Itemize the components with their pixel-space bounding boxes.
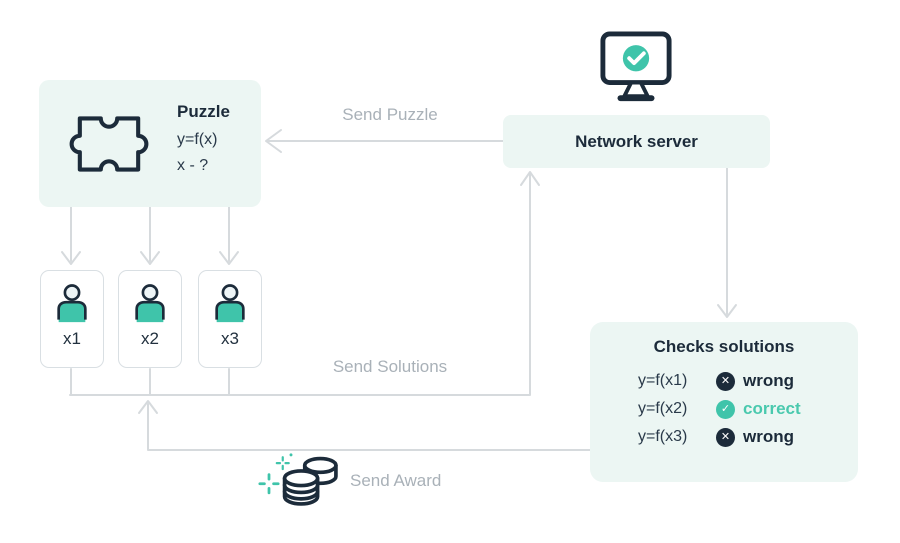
- send-solutions-arrowhead: [520, 171, 540, 186]
- sparkle-icon: [275, 456, 290, 471]
- solution-row: y=f(x1) ✕ wrong: [590, 367, 858, 395]
- puzzle-title: Puzzle: [177, 102, 230, 121]
- network-server-box: Network server: [503, 115, 770, 168]
- solution-equation: y=f(x3): [638, 428, 688, 445]
- network-server-label: Network server: [575, 131, 698, 151]
- check-circle-icon: ✓: [716, 399, 735, 419]
- solution-equation: y=f(x2): [638, 400, 688, 417]
- solution-row: y=f(x2) ✓ correct: [590, 395, 858, 423]
- puzzle-piece-icon: [63, 113, 155, 175]
- puzzle-box: Puzzle y=f(x) x - ?: [39, 80, 261, 207]
- checks-solutions-title: Checks solutions: [653, 337, 795, 356]
- server-to-checks-arrowhead: [717, 304, 737, 318]
- server-monitor-icon: [597, 30, 675, 104]
- sparkle-icon: [258, 473, 280, 495]
- send-puzzle-label: Send Puzzle: [342, 105, 438, 124]
- solution-equation: y=f(x1): [638, 372, 688, 389]
- checks-solutions-box: Checks solutions y=f(x1) ✕ wrong y=f(x2)…: [590, 322, 858, 482]
- worker-label: x3: [221, 329, 239, 348]
- x-circle-icon: ✕: [716, 427, 735, 447]
- send-award-label: Send Award: [350, 471, 442, 490]
- solution-status: correct: [743, 399, 801, 418]
- send-award-arrowhead: [138, 400, 158, 414]
- send-puzzle-arrowhead: [265, 129, 282, 153]
- worker-box-x3: x3: [198, 270, 262, 368]
- worker-box-x1: x1: [40, 270, 104, 368]
- worker-box-x2: x2: [118, 270, 182, 368]
- solution-status: wrong: [743, 427, 794, 446]
- solution-status: wrong: [743, 371, 794, 390]
- puzzle-unknown: x - ?: [177, 157, 209, 174]
- coins-icon: [258, 450, 346, 512]
- user-icon: [130, 282, 170, 324]
- send-solutions-line: [69, 173, 531, 396]
- check-circle-icon: [622, 45, 650, 72]
- puzzle-equation: y=f(x): [177, 131, 218, 148]
- worker-stub-lines: [70, 368, 230, 396]
- puzzle-to-worker-lines: [70, 206, 230, 262]
- send-award-group: Send Award: [258, 450, 441, 512]
- user-icon: [52, 282, 92, 324]
- send-solutions-label: Send Solutions: [332, 357, 448, 376]
- worker-label: x2: [141, 329, 159, 348]
- send-award-line: [147, 403, 591, 451]
- x-circle-icon: ✕: [716, 371, 735, 391]
- worker-label: x1: [63, 329, 81, 348]
- user-icon: [210, 282, 250, 324]
- solution-row: y=f(x3) ✕ wrong: [590, 423, 858, 451]
